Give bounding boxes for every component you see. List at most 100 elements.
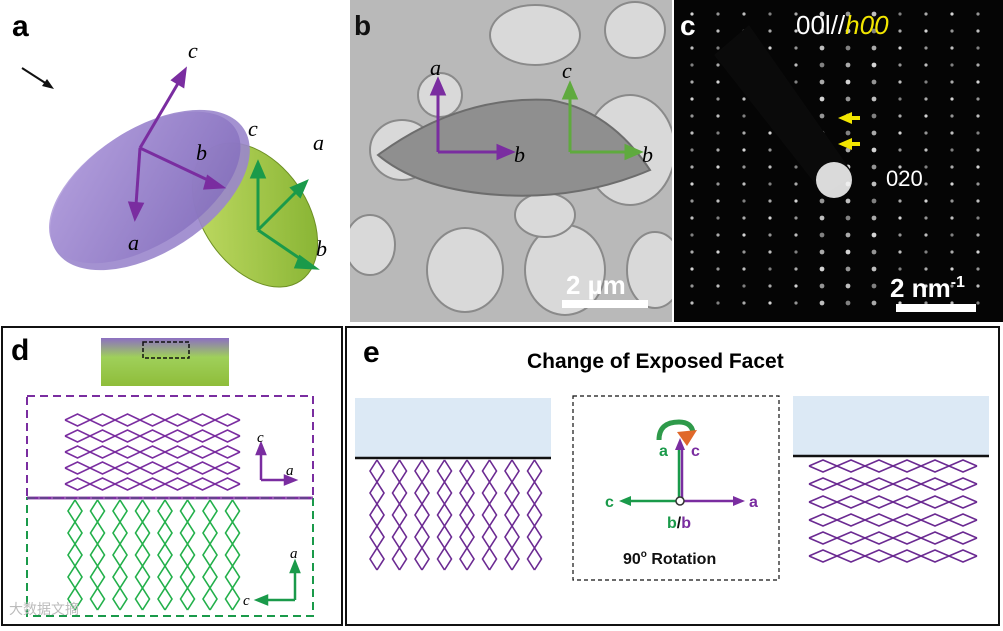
diffraction-spot: [976, 301, 980, 305]
diffraction-spot: [871, 62, 877, 68]
panel-a-label: a: [12, 10, 29, 43]
diffraction-spot: [690, 250, 694, 254]
lattice-chain: [481, 459, 491, 571]
lattice-chain: [67, 499, 76, 611]
purple-axes: [127, 66, 227, 222]
panel-c-title: 00l//h00: [796, 10, 889, 40]
diffraction-spot: [898, 182, 902, 186]
diffraction-spot: [690, 131, 694, 135]
diffraction-spot: [950, 165, 954, 169]
diffraction-spot: [976, 250, 980, 254]
diffraction-spot: [950, 131, 954, 135]
lattice-chain: [391, 459, 401, 571]
diffraction-spot: [976, 46, 980, 50]
diffraction-spot: [768, 199, 772, 203]
diffraction-spot: [768, 182, 772, 186]
diffraction-spot: [898, 301, 902, 305]
scalebar-c: [896, 304, 976, 312]
diffraction-spot: [794, 267, 798, 271]
diffraction-spot: [742, 114, 746, 118]
lattice-chain: [511, 459, 520, 571]
lattice-chain: [64, 445, 241, 453]
diffraction-spot: [924, 46, 928, 50]
substrate-left: [355, 398, 551, 458]
axis-label-a-purple: a: [128, 230, 139, 255]
diffraction-spot: [690, 97, 694, 101]
diffraction-spot: [871, 11, 877, 17]
lattice-chain: [179, 499, 189, 611]
diffraction-spot: [871, 130, 877, 136]
rotation-icon: [677, 430, 697, 446]
diffraction-spot: [794, 12, 798, 16]
lattice-chain: [504, 459, 513, 571]
lattice-chain: [808, 495, 978, 503]
spot-label-020: 020: [886, 166, 923, 191]
lattice-chain: [369, 459, 378, 571]
diffraction-spot: [690, 114, 694, 118]
panel-c-label: c: [680, 10, 696, 41]
lattice-chain: [808, 513, 978, 521]
diffraction-spot: [690, 148, 694, 152]
diffraction-spot: [845, 45, 851, 51]
diffraction-spot: [924, 148, 928, 152]
diffraction-spot: [871, 249, 877, 255]
lattice-chain: [421, 459, 430, 571]
diffraction-spot: [768, 267, 772, 271]
panel-d-label: d: [11, 334, 30, 367]
diffraction-spot: [976, 29, 980, 33]
diffraction-spot: [819, 79, 825, 85]
lattice-chain: [64, 435, 241, 443]
lattice-chain: [808, 555, 978, 563]
diffraction-spot: [871, 28, 877, 34]
lattice-chain: [64, 483, 241, 491]
beam-stop: [714, 25, 854, 195]
substrate-right: [793, 396, 989, 456]
axis-label-c-green: c: [248, 116, 258, 141]
diffraction-spot: [898, 46, 902, 50]
diffraction-spot: [924, 131, 928, 135]
diffraction-spot: [976, 182, 980, 186]
diffraction-spot: [924, 250, 928, 254]
diffraction-spot: [898, 131, 902, 135]
lattice-chain: [164, 499, 173, 611]
diffraction-spot: [794, 63, 798, 67]
diffraction-spot: [819, 249, 825, 255]
tem-axes-purple: [429, 76, 516, 161]
green-axes: [249, 159, 320, 270]
diffraction-spot: [871, 181, 877, 187]
lattice-chain: [224, 499, 234, 611]
purple-crystal: [49, 109, 250, 271]
diffraction-spot: [976, 284, 980, 288]
diffraction-spot: [819, 113, 825, 119]
panel-b-tem-image: a b c b 2 µm b: [350, 0, 672, 322]
scalebar-b: [562, 300, 648, 308]
diffraction-spot: [716, 46, 720, 50]
panel-a: a c b: [0, 0, 350, 322]
diffraction-spot: [716, 114, 720, 118]
diffraction-spot: [950, 12, 954, 16]
axis-label-c-purple: c: [188, 38, 198, 63]
diffraction-spot: [924, 267, 928, 271]
diffraction-spot: [845, 300, 851, 306]
diffraction-spot: [924, 29, 928, 33]
inset-crystal: [101, 338, 229, 386]
diffraction-spot: [976, 233, 980, 237]
diffraction-spot: [845, 130, 851, 136]
diffraction-spot: [768, 46, 772, 50]
diffraction-spot: [742, 284, 746, 288]
diffraction-spot: [794, 199, 798, 203]
diffraction-spot: [819, 198, 825, 204]
diffraction-spot: [871, 113, 877, 119]
lattice-chain: [443, 459, 453, 571]
diffraction-spot: [716, 284, 720, 288]
diffraction-spot: [819, 232, 825, 238]
tem-label-b-purple: b: [514, 142, 525, 167]
diffraction-spot: [924, 114, 928, 118]
lattice-chain: [112, 499, 121, 611]
rotation-box: [572, 395, 780, 581]
diffraction-spot: [690, 216, 694, 220]
diffraction-spot: [794, 250, 798, 254]
diffraction-spot: [794, 216, 798, 220]
diffraction-spot: [871, 96, 877, 102]
diffraction-spot: [716, 97, 720, 101]
